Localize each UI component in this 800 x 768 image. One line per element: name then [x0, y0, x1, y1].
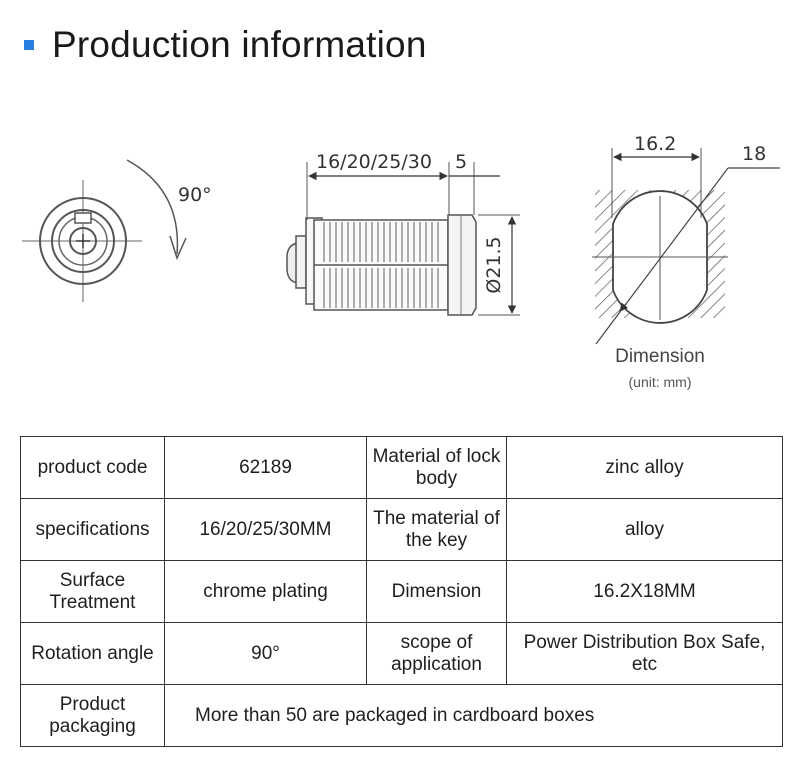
spec-label: Material of lock body [366, 436, 507, 499]
spec-value: 90° [164, 622, 367, 685]
title-bullet-icon [24, 40, 34, 50]
spec-label: specifications [20, 498, 165, 561]
flange-thickness-label: 5 [455, 151, 467, 173]
spec-value: Power Distribution Box Safe, etc [506, 622, 783, 685]
spec-value: 16.2X18MM [506, 560, 783, 623]
spec-label: Rotation angle [20, 622, 165, 685]
length-label: 16/20/25/30 [316, 151, 432, 173]
table-row: product code 62189 Material of lock body… [20, 436, 783, 499]
spec-value: alloy [506, 498, 783, 561]
table-row: specifications 16/20/25/30MM The materia… [20, 498, 783, 561]
spec-label: scope of application [366, 622, 507, 685]
dimension-caption: Dimension [615, 346, 705, 367]
spec-label: Product packaging [20, 684, 165, 747]
diameter-label: Ø21.5 [483, 236, 505, 293]
cutout-dimension-drawing: 16.2 18 [592, 133, 780, 345]
spec-label: Surface Treatment [20, 560, 165, 623]
table-row: Rotation angle 90° scope of application … [20, 622, 783, 685]
rotation-angle-label: 90° [178, 184, 212, 206]
spec-value: chrome plating [164, 560, 367, 623]
page-title: Production information [52, 24, 427, 65]
spec-value: 62189 [164, 436, 367, 499]
across-flats-label: 18 [742, 143, 766, 165]
table-row: Surface Treatment chrome plating Dimensi… [20, 560, 783, 623]
spec-value: More than 50 are packaged in cardboard b… [164, 684, 783, 747]
spec-label: product code [20, 436, 165, 499]
spec-label: The material of the key [366, 498, 507, 561]
table-row: Product packaging More than 50 are packa… [20, 684, 783, 747]
side-view-drawing: 16/20/25/30 5 Ø21.5 [286, 151, 520, 316]
spec-label: Dimension [366, 560, 507, 623]
technical-drawings: 90° [0, 120, 800, 410]
spec-value: 16/20/25/30MM [164, 498, 367, 561]
spec-value: zinc alloy [506, 436, 783, 499]
unit-caption: (unit: mm) [628, 374, 692, 390]
specification-table: product code 62189 Material of lock body… [20, 436, 783, 747]
width-label: 16.2 [634, 133, 676, 155]
front-view-drawing: 90° [22, 159, 212, 302]
page-header: Production information [24, 20, 427, 70]
